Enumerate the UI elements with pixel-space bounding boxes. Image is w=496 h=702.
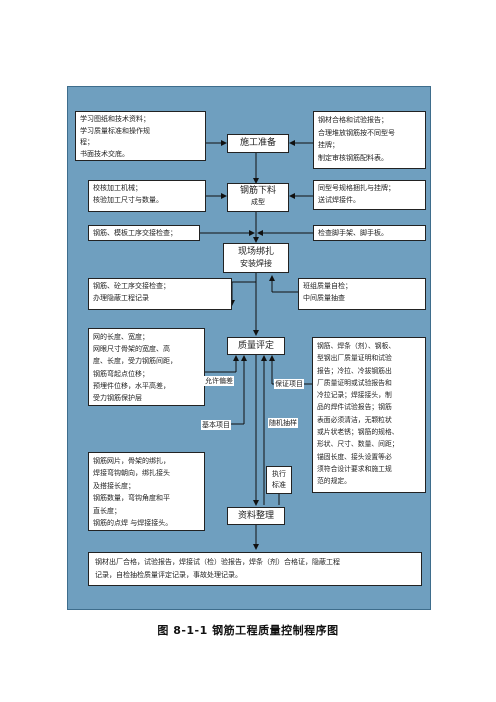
- basic-item-label: 基本项目: [201, 420, 231, 430]
- archive-node: 资料整理: [227, 507, 285, 525]
- random-sampling-label: 随机抽样: [268, 418, 298, 428]
- figure-caption: 图 8-1-1 钢筋工程质量控制程序图: [157, 624, 339, 637]
- basic-box: 钢筋网片，骨架的绑扎， 焊接弯钩朝向，绑扎接头 及搭接长度； 钢筋数量，弯钩角度…: [88, 452, 205, 531]
- sign-box: 同型号规格捆扎与挂牌； 送试焊接件。: [313, 180, 426, 210]
- eval-node: 质量评定: [227, 337, 285, 355]
- hidden-record-box: 钢筋、砼工序交接检查； 办理隐蔽工程记录: [88, 278, 232, 310]
- study-box: 学习图纸和技术资料； 学习质量标准和操作规 程； 书面技术交底。: [75, 111, 206, 161]
- scaffold-box: 检查脚手架、脚手板。: [313, 225, 426, 241]
- selfcheck-box: 班组质量自检； 中间质量抽查: [298, 278, 426, 310]
- guarantee-item-label: 保证项目: [274, 379, 304, 389]
- cut-node: 钢筋下料 成型: [227, 183, 289, 212]
- allowed-deviation-label: 允许偏差: [204, 376, 234, 386]
- machine-check-box: 校核加工机械； 核验加工尺寸与数量。: [88, 180, 206, 212]
- handover-box: 钢筋、模板工序交接检查；: [88, 225, 200, 241]
- material-box: 钢材合格和试验报告； 合理堆放钢筋按不同型号 挂牌； 制定审核钢筋配料表。: [313, 111, 426, 169]
- bind-node: 现场绑扎 安装焊接: [223, 243, 289, 273]
- records-box: 钢材出厂合格，试验报告，焊接试（检）验报告，焊条（剂）合格证，隐蔽工程 记录，自…: [88, 552, 422, 586]
- exec-standard-box: 执行 标准: [266, 466, 292, 494]
- tolerance-box: 网的长度、宽度； 网眼尺寸骨架的宽度、高 度、长度，受力钢筋间距， 钢筋弯起点位…: [88, 328, 205, 406]
- guarantee-box: 钢筋、焊条（剂）、钢板、 型钢出厂质量证明和试验 报告；冷拉、冷拔钢筋出 厂质量…: [312, 337, 426, 493]
- prep-node: 施工准备: [227, 134, 289, 153]
